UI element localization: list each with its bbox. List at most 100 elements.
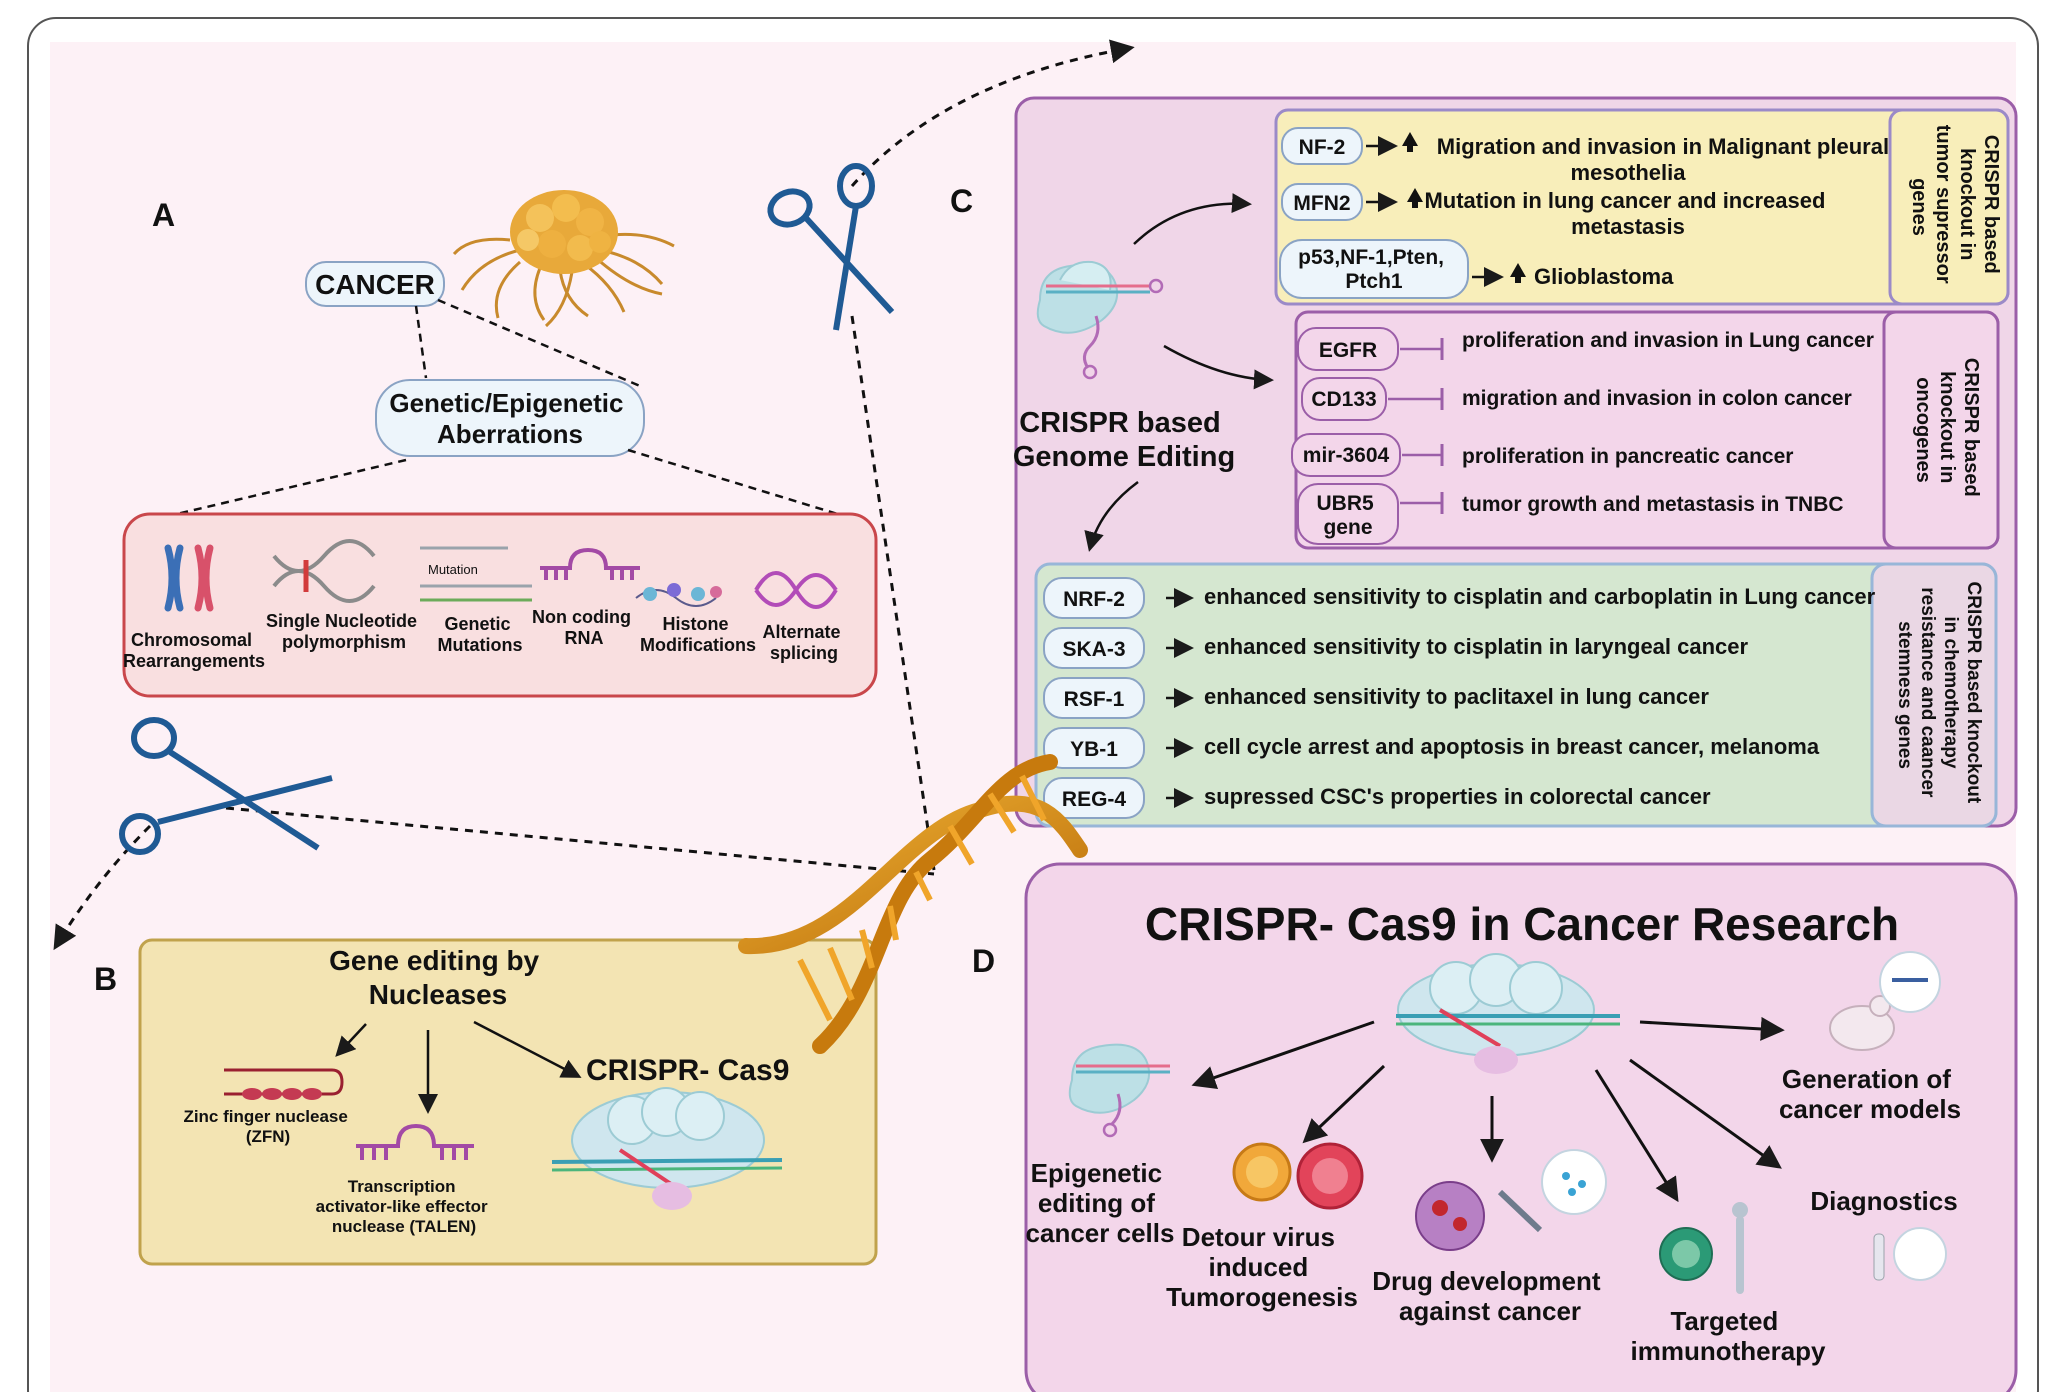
arrow [473, 1020, 582, 1078]
zfn-icon [224, 1068, 344, 1100]
chemoresistance-side-box [1870, 562, 1998, 828]
curved-arrow-to-tumor [1133, 193, 1252, 245]
gene-pill [1043, 577, 1145, 619]
zfn-label: Zinc finger nuclease (ZFN) [183, 1107, 352, 1146]
chemo-row: SKA-3 enhanced sensitivity to cisplatin i… [1043, 627, 1749, 669]
dna-helix-icon [738, 754, 1088, 1054]
chemo-row: RSF-1 enhanced sensitivity to paclitaxel … [1043, 677, 1709, 719]
effect-label: migration and invasion in colon cancer [1462, 387, 1852, 410]
panel-a-letter: A [152, 197, 175, 233]
up-arrow-icon [1402, 132, 1418, 152]
gene-label: YB-1 [1070, 738, 1118, 761]
cancer-label: CANCER [315, 269, 435, 300]
gene-label: EGFR [1319, 339, 1377, 362]
gene-pill-mir3604 [1291, 433, 1401, 477]
effect-label: supressed CSC's properties in colorectal… [1204, 784, 1711, 809]
effect-label: enhanced sensitivity to cisplatin in lar… [1204, 634, 1749, 659]
cas9-complex-icon [551, 1087, 783, 1210]
gene-label: mir-3604 [1303, 444, 1390, 467]
panel-b-title: Gene editing by Nucleases [329, 945, 547, 1010]
panel-c: C CRISPR based knockout in tumor supress… [950, 96, 2018, 828]
effect-label: cell cycle arrest and apoptosis in breas… [1204, 734, 1820, 759]
immunotherapy-icon [1659, 1202, 1748, 1294]
application-label: Epigenetic editing of cancer cells [1026, 1158, 1175, 1248]
oncogene-row: UBR5 gene tumor growth and metastasis in… [1297, 483, 1844, 545]
gene-label: RSF-1 [1064, 688, 1125, 711]
aberration-item-label: Single Nucleotide polymorphism [266, 611, 422, 652]
panel-d-letter: D [972, 943, 995, 979]
application-arrows [1191, 1016, 1785, 1203]
splicing-icon [754, 571, 838, 609]
panel-b: B Gene editing by Nucleases Zinc finger … [94, 938, 878, 1266]
oncogene-row: CD133 migration and invasion in colon ca… [1301, 377, 1852, 421]
gene-label: CD133 [1311, 388, 1376, 411]
tumor-suppressor-side-box [1888, 108, 2010, 306]
application-label: Targeted immunotherapy [1630, 1306, 1826, 1366]
rna-icon [540, 547, 640, 580]
panel-b-box [138, 938, 878, 1266]
cas9-complex-icon [1396, 953, 1620, 1074]
aberration-item-label: Alternate splicing [762, 622, 845, 663]
talen-label: Transcription activator-like effector nu… [316, 1177, 493, 1236]
panel-d-title: CRISPR- Cas9 in Cancer Research [1145, 898, 1899, 950]
gene-label: REG-4 [1062, 788, 1127, 811]
oncogenes-side-box [1882, 310, 2000, 550]
oncogene-row: mir-3604 proliferation in pancreatic can… [1291, 433, 1793, 477]
panel-c-letter: C [950, 183, 973, 219]
aberration-item-label: Non coding RNA [532, 607, 636, 648]
effect-label: Glioblastoma [1534, 264, 1674, 289]
tumor-suppressor-side-label: CRISPR based knockout in tumor supressor… [1908, 125, 2002, 290]
gene-label: SKA-3 [1062, 638, 1125, 661]
arrow [335, 1023, 367, 1057]
chromosome-icon [164, 544, 214, 612]
effect-label: Mutation in lung cancer and increased me… [1424, 188, 1831, 239]
up-arrow-icon [1407, 188, 1423, 208]
drug-development-icon [1415, 1149, 1607, 1251]
gene-pill-egfr [1297, 327, 1399, 371]
cancer-pill [305, 261, 445, 307]
epigenetic-editing-icon [1068, 1043, 1170, 1138]
chemoresistance-side-label: CRISPR based knockout in chemotherapy re… [1894, 582, 1984, 809]
dashed-connectors [159, 298, 845, 520]
aberration-types-box [122, 512, 878, 698]
genome-editing-label: CRISPR based Genome Editing [1013, 407, 1235, 473]
gene-pill [1043, 777, 1145, 819]
chemo-row: NRF-2 enhanced sensitivity to cisplatin a… [1043, 577, 1876, 619]
diagnostics-icon [1873, 1227, 1947, 1281]
tumor-row: MFN2 Mutation in lung cancer and increas… [1281, 183, 1831, 239]
gene-label: MFN2 [1293, 192, 1350, 215]
application-label: Generation of cancer models [1779, 1064, 1961, 1124]
panel-a: A CANCER Genetic/Epigenetic Aberrations [122, 190, 878, 698]
cas9-complex-icon [1036, 260, 1164, 380]
dashed-path-connectors [53, 39, 1135, 951]
gene-pill [1043, 627, 1145, 669]
chemo-row: YB-1 cell cycle arrest and apoptosis in b… [1043, 727, 1820, 769]
effect-label: Migration and invasion in Malignant pleu… [1437, 134, 1895, 185]
virus-icon [1232, 1142, 1364, 1210]
gene-label: UBR5 gene [1316, 492, 1379, 539]
effect-label: enhanced sensitivity to cisplatin and ca… [1204, 584, 1876, 609]
gene-pill-mfn2 [1281, 183, 1363, 221]
panel-d-box [1024, 862, 2018, 1397]
scissors-icon [119, 717, 333, 855]
panel-d: D CRISPR- Cas9 in Cancer Research [972, 862, 2018, 1397]
aberration-item-label: Histone Modifications [640, 614, 756, 655]
gene-pill-ubr5 [1297, 483, 1399, 545]
gene-label: NF-2 [1299, 136, 1346, 159]
effect-label: enhanced sensitivity to paclitaxel in lu… [1204, 684, 1709, 709]
scissors-icon [767, 163, 895, 331]
gene-pill [1043, 677, 1145, 719]
effect-label: proliferation in pancreatic cancer [1462, 445, 1793, 468]
tumor-cell-icon [452, 190, 675, 328]
crispr-cas9-label: CRISPR- Cas9 [586, 1054, 789, 1087]
tumor-row: p53,NF-1,Pten, Ptch1 Glioblastoma [1279, 239, 1674, 299]
dna-snp-icon [272, 539, 376, 603]
gene-label: NRF-2 [1063, 588, 1125, 611]
gene-pill-nf2 [1281, 127, 1363, 165]
gene-pill-p53 [1279, 239, 1469, 299]
mutation-caption: Mutation [428, 562, 478, 577]
aberration-label: Genetic/Epigenetic Aberrations [389, 388, 630, 449]
curved-arrow-to-chemo [1084, 480, 1139, 552]
panel-b-letter: B [94, 961, 117, 997]
application-label: Diagnostics [1810, 1186, 1957, 1216]
